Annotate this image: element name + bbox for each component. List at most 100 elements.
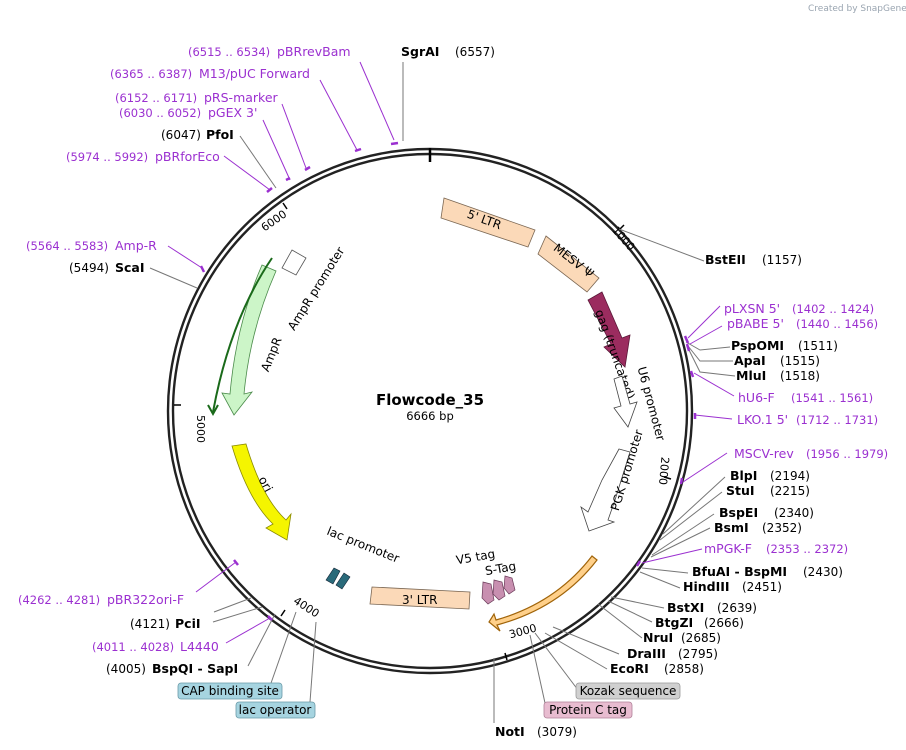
ampr-highlight-arc: [212, 257, 273, 413]
feature-ampr-promoter: [281, 249, 307, 276]
enzyme-bfuai-pos: (2430): [803, 565, 843, 579]
primer-ampr-pos: (5564 .. 5583): [26, 239, 108, 253]
boxed-labels: CAP binding site lac operator Kozak sequ…: [177, 682, 681, 719]
feature-ori-label: ori: [256, 474, 276, 494]
feature-stag-b: [503, 575, 516, 595]
enzyme-apai-pos: (1515): [780, 354, 820, 368]
enzyme-apai: ApaI: [734, 353, 766, 368]
lac-operator-label: lac operator: [239, 703, 312, 717]
primer-prs-pos: (6152 .. 6171): [115, 91, 197, 105]
enzyme-draiii-pos: (2795): [678, 647, 718, 661]
enzyme-blpi-pos: (2194): [770, 469, 810, 483]
ampr-highlight-arrowhead: [207, 404, 219, 417]
feature-stag-a: [492, 579, 506, 601]
enzyme-bstxi-pos: (2639): [717, 601, 757, 615]
primer-hu6f: hU6-F: [738, 390, 775, 405]
enzyme-blpi: BlpI: [730, 468, 757, 483]
cap-binding-box: [177, 682, 283, 700]
tick-label-4000: 4000: [291, 594, 322, 620]
feature-ampr: [221, 264, 277, 416]
enzyme-sgrai-pos: (6557): [455, 45, 495, 59]
tick-label-2000: 2000: [656, 456, 671, 485]
primer-l4440: L4440: [180, 639, 219, 654]
feature-lac-operator: [335, 572, 351, 590]
enzyme-scai-pos: (5494): [69, 261, 109, 275]
primer-pgex-pos: (6030 .. 6052): [119, 106, 201, 120]
enzyme-ecori-pos: (2858): [664, 662, 704, 676]
feature-ampr-label: AmpR: [258, 335, 284, 373]
primer-m13: M13/pUC Forward: [199, 66, 310, 81]
primer-pbabe-pos: (1440 .. 1456): [796, 317, 878, 331]
enzyme-bsmi: BsmI: [714, 520, 749, 535]
feature-3ltr: [369, 586, 471, 610]
primer-labels: (6515 .. 6534) pBRrevBam (6365 .. 6387) …: [18, 44, 888, 654]
primer-pbrforeco-pos: (5974 .. 5992): [66, 150, 148, 164]
primer-marks: [199, 141, 697, 621]
feature-ori: [231, 443, 292, 541]
enzyme-pfoi: PfoI: [206, 127, 234, 142]
enzyme-nrui: NruI: [643, 630, 673, 645]
primer-plxsn: pLXSN 5': [724, 301, 780, 316]
enzyme-pcii: PciI: [175, 616, 201, 631]
primer-pbrrevbam: pBRrevBam: [277, 44, 351, 59]
primer-lko-pos: (1712 .. 1731): [796, 413, 878, 427]
enzyme-mlui: MluI: [736, 368, 766, 383]
enzyme-mlui-pos: (1518): [780, 369, 820, 383]
primer-mpgk-f-pos: (2353 .. 2372): [766, 542, 848, 556]
enzyme-hindiii: HindIII: [683, 579, 730, 594]
plasmid-length: 6666 bp: [406, 409, 454, 423]
primer-pbrrevbam-pos: (6515 .. 6534): [188, 45, 270, 59]
feature-stag-label: S-Tag: [484, 559, 517, 578]
enzyme-bstxi: BstXI: [667, 600, 704, 615]
primer-plxsn-pos: (1402 .. 1424): [792, 302, 874, 316]
enzyme-noti: NotI: [495, 724, 525, 739]
feature-5ltr: [440, 197, 536, 248]
tick-label-6000: 6000: [259, 208, 289, 235]
enzyme-bsmi-pos: (2352): [762, 521, 802, 535]
enzyme-scai: ScaI: [115, 260, 145, 275]
enzyme-bspei: BspEI: [719, 505, 758, 520]
primer-pbr322ori-pos: (4262 .. 4281): [18, 593, 100, 607]
tick-label-3000: 3000: [508, 622, 538, 642]
primer-prs: pRS-marker: [204, 90, 279, 105]
enzyme-hindiii-pos: (2451): [742, 580, 782, 594]
snapgene-watermark: Created by SnapGene: [808, 4, 906, 14]
primer-pbabe: pBABE 5': [727, 316, 784, 331]
lac-operator-box: [235, 701, 316, 719]
plasmid-name: Flowcode_35: [376, 391, 484, 409]
enzyme-stui: StuI: [726, 483, 755, 498]
enzyme-ecori: EcoRI: [610, 661, 649, 676]
primer-m13-pos: (6365 .. 6387): [110, 67, 192, 81]
enzyme-bspqi-pos: (4005): [106, 662, 146, 676]
enzyme-bfuai-bspmi: BfuAI - BspMI: [692, 564, 787, 579]
enzyme-pfoi-pos: (6047): [161, 128, 201, 142]
enzyme-bsteii: BstEII: [705, 252, 746, 267]
primer-leaders: [167, 61, 735, 644]
kozak-label: Kozak sequence: [580, 684, 677, 698]
primer-pbr322ori: pBR322ori-F: [107, 592, 184, 607]
enzyme-nrui-pos: (2685): [681, 631, 721, 645]
primer-pbrforeco: pBRforEco: [155, 149, 220, 164]
feature-3ltr-label: 3' LTR: [402, 593, 437, 607]
enzyme-leaders: [149, 62, 736, 723]
enzyme-bspei-pos: (2340): [774, 506, 814, 520]
enzyme-pspomi: PspOMI: [731, 338, 784, 353]
tick-label-1000: 1000: [609, 224, 637, 254]
feature-v5-tag: [481, 581, 495, 605]
protein-c-box: [543, 701, 633, 719]
primer-pgex: pGEX 3': [208, 105, 257, 120]
enzyme-bspqi-sapi: BspQI - SapI: [152, 661, 238, 676]
enzyme-pspomi-pos: (1511): [798, 339, 838, 353]
feature-v5-label: V5 tag: [455, 547, 496, 568]
cap-binding-label: CAP binding site: [181, 684, 279, 698]
tick-label-5000: 5000: [194, 415, 207, 443]
primer-mscv-rev: MSCV-rev: [734, 446, 794, 461]
feature-pgk-promoter: [580, 448, 631, 532]
feature-u6-promoter: [613, 375, 638, 428]
enzyme-sgrai: SgrAI: [401, 44, 439, 59]
feature-gag: [587, 291, 631, 368]
enzyme-pcii-pos: (4121): [130, 617, 170, 631]
enzyme-btgzi-pos: (2666): [704, 616, 744, 630]
protein-c-label: Protein C tag: [549, 703, 627, 717]
